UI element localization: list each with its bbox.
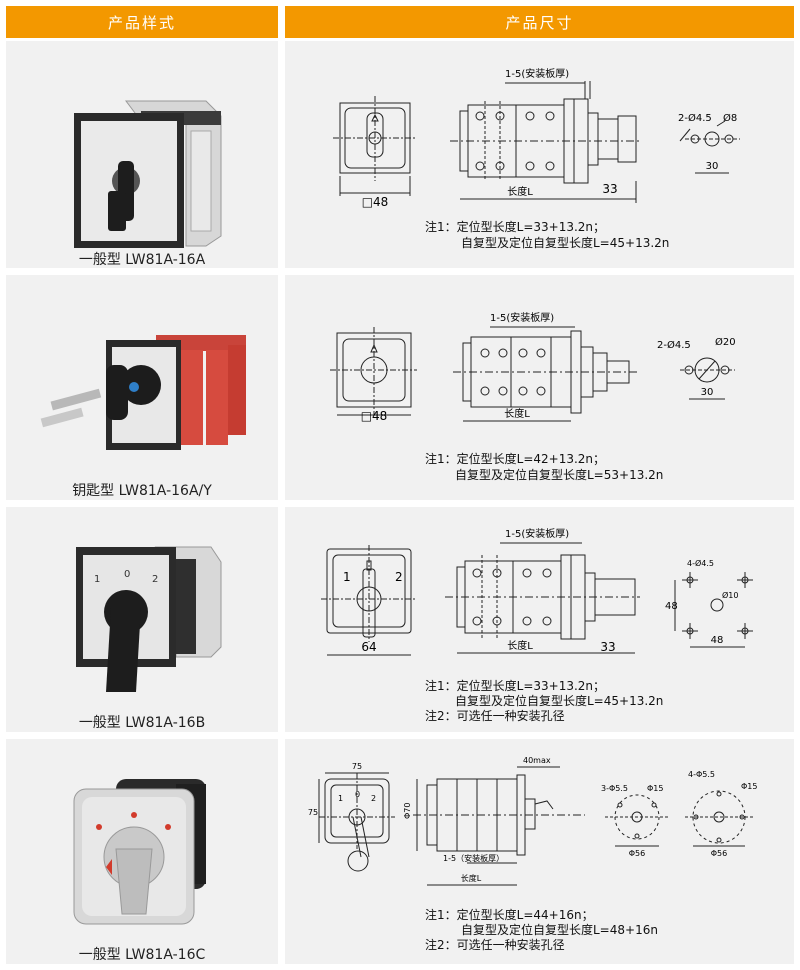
row1-hole-b: Ø8 (723, 112, 737, 124)
row3-dimension-cell: 1 2 64 1-5(安装板厚) 长度L 33 (285, 507, 794, 732)
row4-max: 40max (523, 756, 551, 765)
row1-note1b: 自复型及定位自复型长度L=45+13.2n (461, 236, 670, 250)
row2-dimension-drawing: □48 1-5(安装板厚) 长度L 2-Ø4.5 Ø20 30 (330, 311, 736, 423)
row4-h1c: Φ56 (629, 849, 645, 858)
switch-photo-16a (74, 100, 222, 248)
svg-text:1: 1 (94, 574, 100, 585)
row2-note1b: 自复型及定位自复型长度L=53+13.2n (455, 468, 664, 482)
row1-photo-cell: 一般型 LW81A-16A (6, 41, 278, 268)
row3-photo-cell: 1 0 2 一般型 LW81A-16B (6, 507, 278, 732)
row2-panel-label: 1-5(安装板厚) (490, 311, 554, 324)
row2-length-label: 长度L (504, 407, 530, 420)
row4-width: 75 (352, 762, 362, 771)
svg-text:2: 2 (152, 574, 158, 585)
row2-hole-spacing: 30 (701, 387, 714, 398)
row3-depth: 33 (600, 640, 615, 654)
row3-hole-a: 4-Ø4.5 (687, 558, 714, 568)
row4-h2c: Φ56 (711, 849, 727, 858)
row3-pos1: 1 (343, 570, 351, 584)
row2-photo-cell: 钥匙型 LW81A-16A/Y (6, 275, 278, 500)
row4-dimension-cell: 1 0 2 75 75 Φ70 40max 1-5（安装板厚） 长度L (285, 739, 794, 964)
row3-note2: 注2：可选任一种安装孔径 (425, 709, 565, 723)
row3-panel-label: 1-5(安装板厚) (505, 527, 569, 540)
row1-dimension-drawing: □48 1-5(安装板厚) 长度L 33 (333, 67, 740, 209)
row1-length-label: 长度L (507, 185, 533, 198)
row3-note1b: 自复型及定位自复型长度L=45+13.2n (455, 694, 664, 708)
row3-front-size: 64 (361, 640, 376, 654)
row4-photo-cell: 一般型 LW81A-16C (6, 739, 278, 964)
row3-hole-b: Ø10 (722, 590, 738, 600)
header-product-dimensions: 产品尺寸 (285, 6, 794, 38)
svg-text:0: 0 (124, 569, 130, 580)
row4-note1a: 注1：定位型长度L=44+16n； (425, 908, 594, 922)
row2-hole-a: 2-Ø4.5 (657, 339, 691, 351)
switch-photo-16c (73, 779, 206, 925)
row3-caption: 一般型 LW81A-16B (78, 715, 206, 731)
row2-hole-b: Ø20 (715, 336, 736, 348)
row4-pos2: 2 (371, 794, 376, 803)
row3-dim-h: 48 (711, 635, 724, 646)
row2-dimension-cell: □48 1-5(安装板厚) 长度L 2-Ø4.5 Ø20 30 注1：定位型长度… (285, 275, 794, 500)
row4-dimension-drawing: 1 0 2 75 75 Φ70 40max 1-5（安装板厚） 长度L (308, 756, 757, 886)
row4-h1b: Φ15 (647, 784, 663, 793)
row4-pos0: 0 (355, 790, 360, 799)
row2-front-size: □48 (361, 409, 388, 423)
row1-hole-spacing: 30 (706, 161, 719, 172)
row1-caption: 一般型 LW81A-16A (78, 252, 206, 268)
row4-h2a: 4-Φ5.5 (688, 770, 715, 779)
switch-photo-16b: 1 0 2 (76, 546, 222, 692)
row2-caption: 钥匙型 LW81A-16A/Y (72, 483, 212, 499)
row1-front-size: □48 (362, 195, 389, 209)
row4-note1b: 自复型及定位自复型长度L=48+16n (461, 923, 658, 937)
row1-note1a: 注1：定位型长度L=33+13.2n； (425, 220, 606, 234)
switch-photo-16ay (40, 335, 246, 450)
row1-depth: 33 (602, 182, 617, 196)
row4-note2: 注2：可选任一种安装孔径 (425, 938, 565, 952)
row3-length-label: 长度L (507, 639, 533, 652)
row4-h2b: Φ15 (741, 782, 757, 791)
row4-caption: 一般型 LW81A-16C (78, 947, 206, 963)
row4-length-label: 长度L (461, 873, 482, 883)
row2-note1a: 注1：定位型长度L=42+13.2n； (425, 452, 606, 466)
row3-note1a: 注1：定位型长度L=33+13.2n； (425, 679, 606, 693)
row1-panel-label: 1-5(安装板厚) (505, 67, 569, 80)
row4-phi70: Φ70 (403, 803, 412, 819)
row3-dimension-drawing: 1 2 64 1-5(安装板厚) 长度L 33 (321, 527, 753, 656)
header-product-style: 产品样式 (6, 6, 278, 38)
row1-hole-a: 2-Ø4.5 (678, 112, 712, 124)
row4-height: 75 (308, 808, 318, 817)
row4-h1a: 3-Φ5.5 (601, 784, 628, 793)
row1-dimension-cell: □48 1-5(安装板厚) 长度L 33 (285, 41, 794, 268)
row4-panel-label: 1-5（安装板厚） (443, 853, 504, 863)
row4-pos1: 1 (338, 794, 343, 803)
row3-pos2: 2 (395, 570, 403, 584)
row3-dim-v: 48 (665, 601, 678, 612)
